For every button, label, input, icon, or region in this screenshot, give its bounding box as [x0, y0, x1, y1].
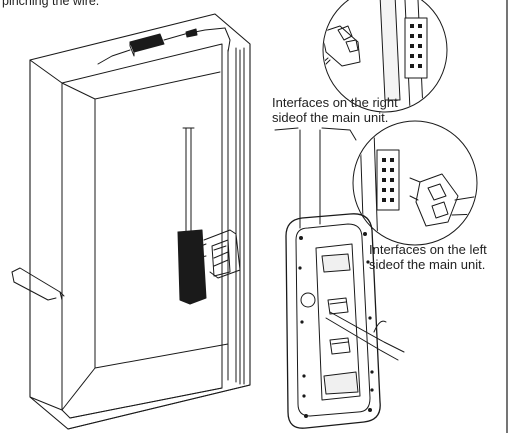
- left-interfaces-label: Interfaces on the left sideof the main u…: [369, 242, 487, 272]
- left-interface-zoom: [353, 121, 500, 250]
- top-caption: pinching the wire.: [2, 0, 100, 8]
- right-interfaces-label: Interfaces on the right sideof the main …: [272, 95, 398, 125]
- cabinet: [30, 14, 250, 429]
- hanging-rod-with-unit: [178, 128, 240, 304]
- pull-handle: [12, 268, 64, 300]
- right-interface-zoom: [304, 0, 447, 112]
- main-unit-closeup: [275, 128, 404, 428]
- power-adapter: [98, 28, 230, 64]
